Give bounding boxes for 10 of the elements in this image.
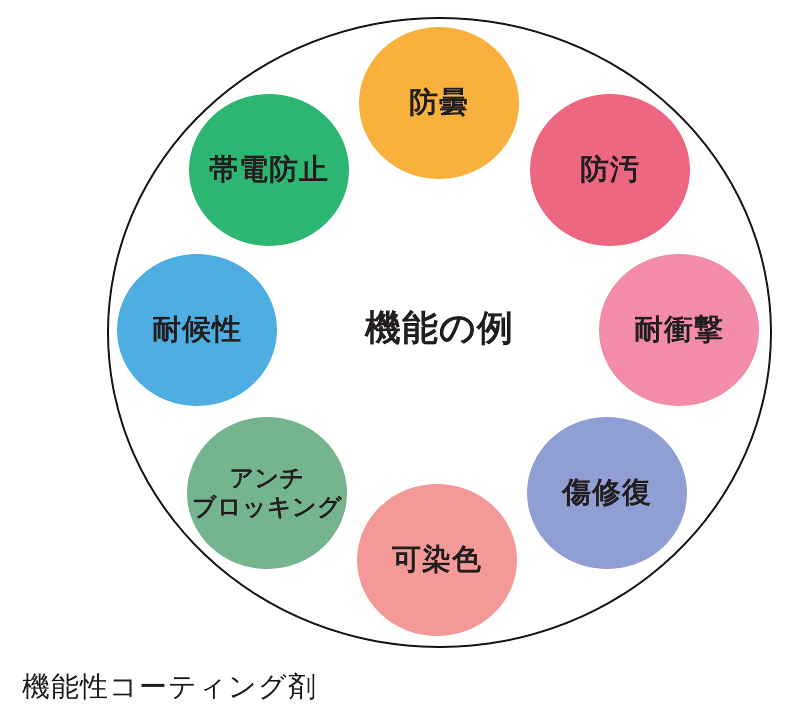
function-label: 防曇 bbox=[409, 86, 469, 120]
function-label: 帯電防止 bbox=[209, 153, 329, 187]
function-label: 耐衝撃 bbox=[634, 313, 724, 347]
center-title: 機能の例 bbox=[365, 307, 514, 351]
function-label: 可染色 bbox=[392, 543, 482, 577]
caption: 機能性コーティング剤 bbox=[22, 669, 317, 705]
function-label: 傷修復 bbox=[562, 476, 652, 510]
function-label: アンチブロッキング bbox=[192, 464, 342, 522]
function-label: 耐候性 bbox=[152, 313, 242, 347]
function-label: 防汚 bbox=[580, 153, 640, 187]
